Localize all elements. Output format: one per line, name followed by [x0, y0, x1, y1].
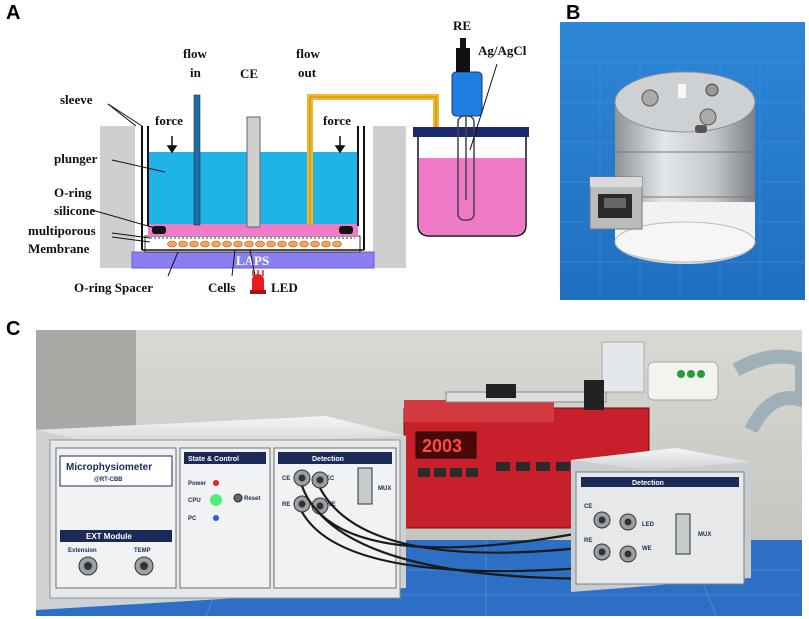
device-name: Microphysiometer [66, 462, 152, 473]
plunger-label: plunger [54, 151, 98, 166]
ce-electrode [246, 116, 261, 228]
state-control-label: State & Control [188, 456, 239, 463]
cells-row [167, 240, 342, 248]
cells-label: Cells [208, 280, 235, 295]
o-ring-right [339, 226, 353, 234]
power-label: Power [188, 481, 207, 487]
ce-port-label: CE [282, 476, 290, 482]
panel-label-a: A [6, 2, 21, 24]
laps-schematic: LAPS sl [28, 18, 529, 295]
re-label: RE [453, 18, 471, 33]
box2-mux-label: MUX [698, 532, 711, 538]
beaker-solution [419, 158, 525, 235]
flow-in-label-2: in [190, 65, 202, 80]
box2-led-label: LED [642, 522, 655, 528]
device-model: @RT-CBB [94, 477, 123, 483]
multiporous-label-2: Membrane [28, 241, 90, 256]
sleeve-label: sleeve [60, 92, 93, 107]
reset-button[interactable] [233, 493, 243, 503]
pink-culture-layer [148, 224, 358, 236]
chamber-photo [560, 22, 805, 300]
multiporous-label-1: multiporous [28, 223, 96, 238]
flow-in-label-1: flow [183, 46, 207, 61]
flow-in-tube [193, 94, 201, 226]
left-wall [100, 126, 135, 268]
pump-display-readout: 2003 [422, 436, 462, 456]
box2-ce-label: CE [584, 504, 592, 510]
pc-led [213, 515, 219, 521]
re-port-label: RE [282, 502, 290, 508]
main-controller-box: Microphysiometer @RT-CBB EXT Module Exte… [36, 416, 406, 610]
flow-out-label-1: flow [296, 46, 320, 61]
force-arrows [166, 136, 346, 154]
force-left-label: force [155, 113, 183, 128]
mux-label: MUX [378, 486, 391, 492]
led-label: LED [271, 280, 298, 295]
ec-port-label: EC [326, 476, 335, 482]
extension-label: Extension [68, 548, 97, 554]
right-wall [373, 126, 406, 268]
ext-module-label: EXT Module [86, 532, 132, 541]
box2-detection-label: Detection [632, 480, 664, 487]
ce-label: CE [240, 66, 258, 81]
o-ring-left [152, 226, 166, 234]
box2-mux-port[interactable] [675, 513, 691, 555]
power-led [213, 480, 219, 486]
detection-box: Detection CE LED RE WE MUX [571, 448, 751, 592]
o-ring-label-2: silicone [54, 203, 95, 218]
box2-re-label: RE [584, 538, 592, 544]
cpu-led [210, 494, 222, 506]
detection-label: Detection [312, 456, 344, 463]
box2-we-label: WE [642, 546, 652, 552]
panel-label-c: C [6, 318, 21, 340]
cpu-label: CPU [188, 498, 201, 504]
o-ring-spacer-label: O-ring Spacer [74, 280, 153, 295]
re-body [451, 71, 483, 117]
temp-label: TEMP [134, 548, 151, 554]
force-right-label: force [323, 113, 351, 128]
panel-label-b: B [566, 2, 581, 24]
o-ring-label-1: O-ring [54, 185, 92, 200]
flow-out-label-2: out [298, 65, 317, 80]
chamber-top [614, 71, 756, 133]
pc-label: PC [188, 516, 197, 522]
laps-label: LAPS [236, 253, 269, 268]
ag-agcl-label: Ag/AgCl [478, 43, 527, 58]
beaker-lid [413, 127, 529, 137]
instrument-photo: 2003 Microphysiometer @RT-CBB EXT Module… [36, 330, 802, 616]
mux-port[interactable] [357, 467, 373, 505]
reset-label: Reset [244, 496, 260, 502]
led-icon [250, 270, 266, 294]
